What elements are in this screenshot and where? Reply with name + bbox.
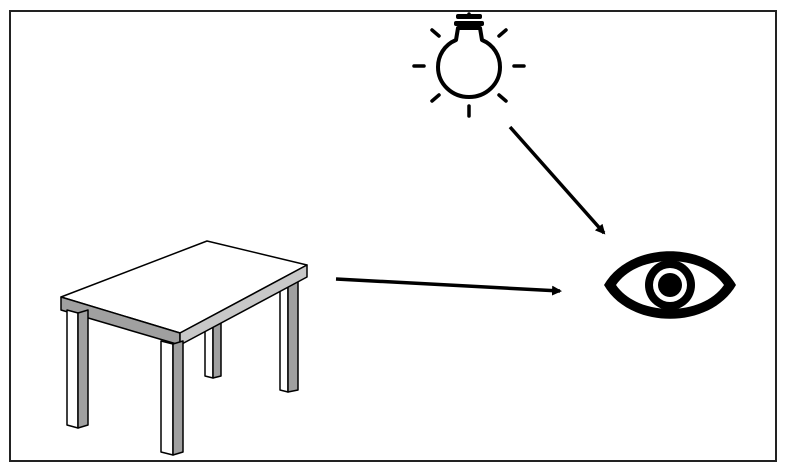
- lightbulb-icon: [412, 12, 526, 118]
- eye-icon: [604, 251, 736, 319]
- arrow-table-to-eye: [335, 277, 562, 296]
- arrow-light-to-eye: [508, 125, 606, 235]
- table-icon: [60, 240, 308, 456]
- diagram-frame: [9, 10, 777, 462]
